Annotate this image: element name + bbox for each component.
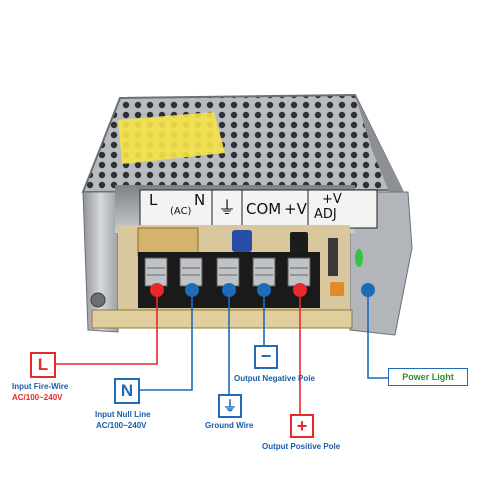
leader-line-fire-wire	[50, 290, 158, 365]
terminal-screw-plus-v	[287, 257, 311, 287]
panel-label-N: N	[194, 191, 206, 209]
terminal-screw-L	[144, 257, 168, 287]
panel-ground-symbol: ⏚	[218, 198, 236, 219]
dot-positive	[293, 283, 307, 297]
terminal-label-panel	[139, 189, 378, 229]
label-input-fire-wire-voltage: AC/100~240V	[12, 393, 63, 402]
leader-lines	[50, 290, 388, 414]
label-input-fire-wire: Input Fire-Wire	[12, 382, 69, 391]
label-ground-wire: Ground Wire	[205, 421, 254, 430]
leader-line-null-line	[134, 290, 193, 391]
label-input-null-line-voltage: AC/100~240V	[96, 421, 147, 430]
dot-fire-wire	[150, 283, 164, 297]
panel-label-adj-top: +V	[322, 192, 342, 207]
panel-label-adj-bottom: ADJ	[314, 207, 337, 222]
dot-power-light	[361, 283, 375, 297]
terminal-screw-ground	[216, 257, 240, 287]
label-power-light: Power Light	[388, 368, 468, 386]
box-L: L	[30, 352, 56, 378]
label-input-null-line: Input Null Line	[95, 410, 151, 419]
panel-label-AC: (AC)	[170, 206, 192, 217]
panel-label-com: COM	[246, 200, 282, 218]
power-led	[355, 249, 363, 267]
leader-line-power-light	[367, 290, 388, 379]
dot-ground	[222, 283, 236, 297]
box-N: N	[114, 378, 140, 404]
panel-label-L: L	[149, 191, 158, 209]
box-ground-icon: ⏚	[218, 394, 242, 418]
label-output-negative-pole: Output Negative Pole	[234, 374, 315, 383]
dot-negative	[257, 283, 271, 297]
label-output-positive-pole: Output Positive Pole	[262, 442, 341, 451]
panel-label-plus-v: +V	[284, 200, 307, 218]
terminal-screw-N	[179, 257, 203, 287]
box-positive: +	[290, 414, 314, 438]
dot-null-line	[185, 283, 199, 297]
terminal-screw-com	[252, 257, 276, 287]
box-negative: −	[254, 345, 278, 369]
